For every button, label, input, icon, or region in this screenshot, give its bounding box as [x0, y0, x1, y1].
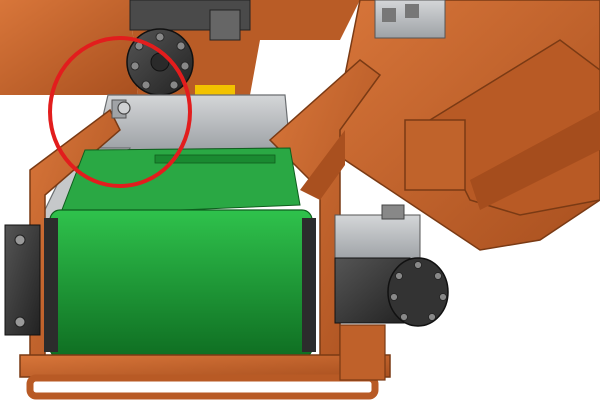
right-valve-block [334, 214, 421, 261]
conveyor-belt [44, 147, 316, 359]
highlight-circle [48, 36, 192, 188]
upper-frame-left-panel [0, 0, 138, 95]
belt-cleat [154, 154, 276, 164]
base-handle [26, 374, 379, 400]
adjustment-bolt [111, 99, 131, 119]
bolt-icon [14, 316, 26, 328]
base-crossbar [19, 354, 391, 378]
motor-port [209, 9, 241, 41]
base-right-foot [339, 324, 386, 381]
belt-front-drum [49, 209, 313, 359]
bolt-icon [117, 101, 131, 115]
right-motor-bolts [390, 261, 447, 321]
valve-fitting [382, 8, 396, 22]
drum-left-edge [44, 218, 58, 352]
top-valve-block [374, 0, 446, 39]
right-rib [470, 110, 600, 210]
warning-label [195, 85, 235, 95]
left-bearing [4, 224, 41, 336]
hydraulic-motor-icon [387, 257, 449, 327]
bolt-icon [14, 234, 26, 246]
right-plate [404, 119, 466, 191]
belt-top-surface [59, 147, 301, 216]
top-hydraulic-motor [126, 0, 251, 96]
drum-right-edge [302, 218, 316, 352]
motor-bolts [130, 32, 190, 90]
base-frame [19, 324, 391, 400]
right-diagonal-arm [300, 130, 345, 200]
right-hydraulic-motor [334, 204, 449, 327]
valve-fitting [381, 204, 405, 220]
valve-fitting [405, 4, 419, 18]
